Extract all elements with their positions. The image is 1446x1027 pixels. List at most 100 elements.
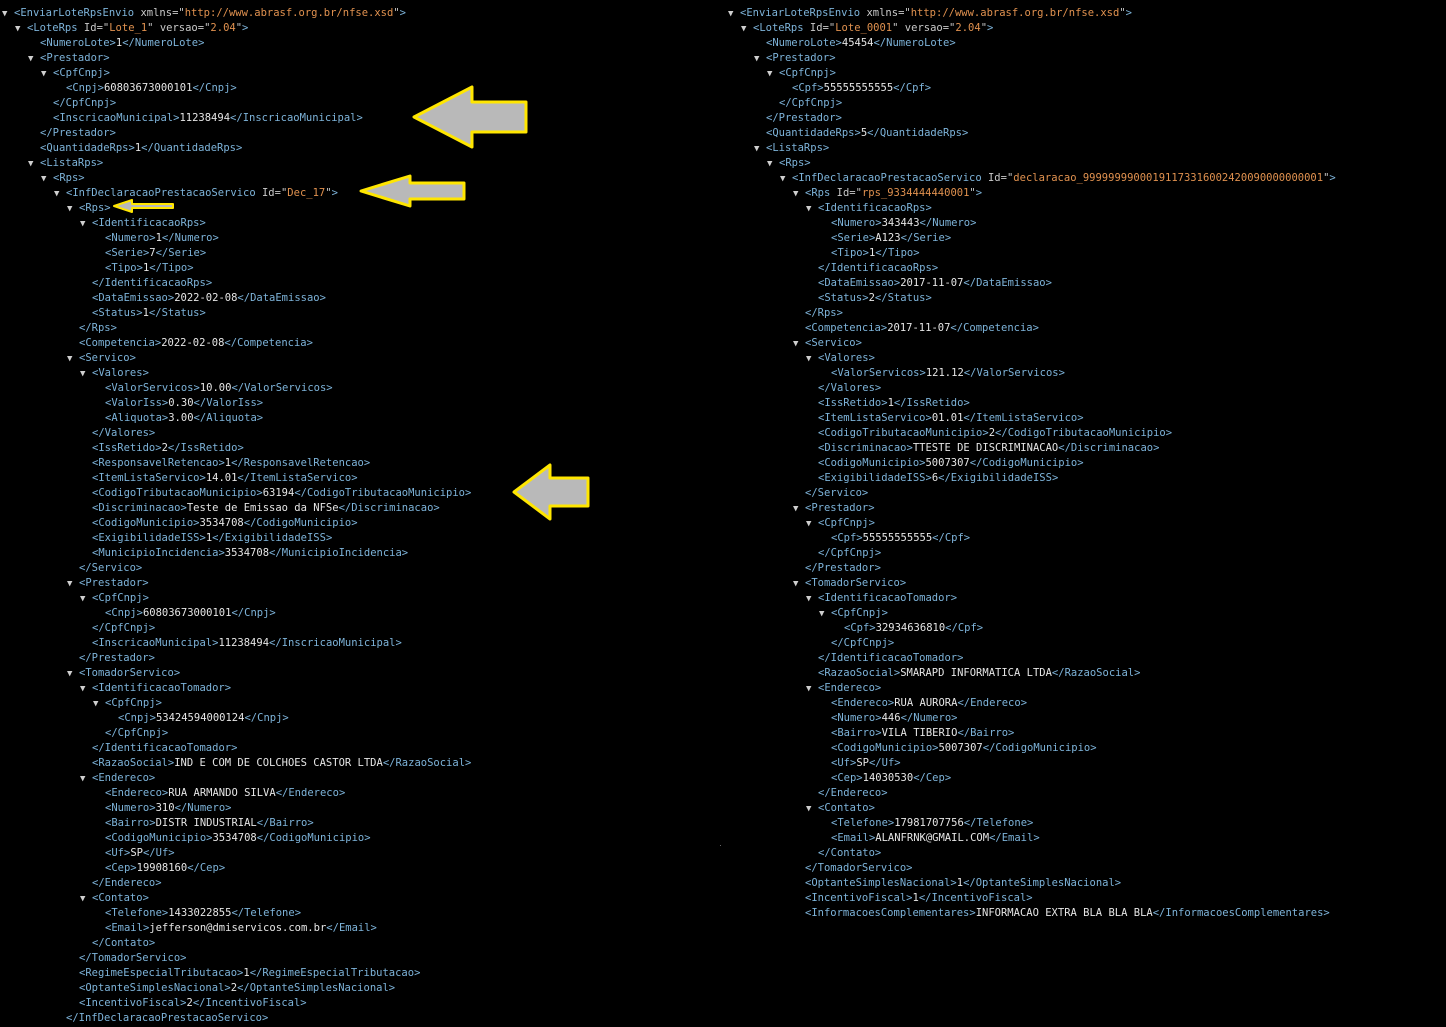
xml-punct: >	[161, 787, 169, 799]
xml-close-tag: Cpf	[905, 82, 925, 94]
xml-spacer	[41, 112, 53, 127]
xml-punct: >	[193, 517, 200, 529]
collapse-toggle-icon[interactable]: ▼	[80, 594, 86, 604]
xml-tag-name: ItemListaServico	[98, 472, 200, 484]
xml-punct: <	[79, 997, 86, 1009]
xml-spacer	[106, 712, 118, 727]
xml-line: <InscricaoMunicipal>11238494</InscricaoM…	[2, 636, 702, 651]
xml-punct: </	[92, 937, 105, 949]
collapse-toggle-icon[interactable]: ▼	[67, 204, 73, 214]
xml-punct: >	[1090, 742, 1097, 754]
xml-close-tag: CpfCnpj	[830, 547, 875, 559]
xml-line: <Uf>SP</Uf>	[728, 756, 1444, 771]
collapse-toggle-icon[interactable]: ▼	[767, 69, 773, 79]
xml-punct: </	[893, 82, 906, 94]
xml-close-tag: QuantidadeRps	[879, 127, 963, 139]
xml-punct: </	[818, 652, 831, 664]
xml-line: ▼<CpfCnpj>	[2, 696, 702, 711]
collapse-toggle-icon[interactable]: ▼	[793, 189, 799, 199]
collapse-toggle-icon[interactable]: ▼	[819, 609, 825, 619]
xml-text-value: 2	[161, 442, 168, 454]
xml-close-tag: Endereco	[830, 787, 882, 799]
collapse-toggle-icon[interactable]: ▼	[93, 699, 99, 709]
xml-spacer	[67, 967, 79, 982]
xml-spacer	[93, 397, 105, 412]
xml-line: <Endereco>RUA ARMANDO SILVA</Endereco>	[2, 786, 702, 801]
xml-punct: >	[199, 532, 206, 544]
xml-spacer	[819, 367, 831, 382]
xml-punct: >	[944, 232, 952, 244]
collapse-toggle-icon[interactable]: ▼	[41, 69, 47, 79]
xml-punct: >	[869, 622, 876, 634]
xml-punct: </	[142, 847, 156, 859]
xml-text-value: 1433022855	[168, 907, 232, 919]
xml-punct: >	[957, 652, 964, 664]
xml-punct: >	[1165, 427, 1173, 439]
collapse-toggle-icon[interactable]: ▼	[793, 504, 799, 514]
xml-spacer	[793, 322, 805, 337]
xml-close-tag: InscricaoMunicipal	[281, 637, 396, 649]
xml-text-value: RUA ARMANDO SILVA	[168, 787, 276, 799]
xml-spacer	[93, 847, 105, 862]
xml-punct: >	[919, 457, 926, 469]
xml-punct: </	[867, 127, 880, 139]
collapse-toggle-icon[interactable]: ▼	[41, 174, 47, 184]
collapse-toggle-icon[interactable]: ▼	[80, 684, 86, 694]
xml-text-value: 310	[155, 802, 175, 814]
collapse-toggle-icon[interactable]: ▼	[780, 174, 786, 184]
xml-punct: >	[829, 67, 836, 79]
xml-punct: >	[148, 622, 156, 634]
xml-close-tag: IdentificacaoTomador	[104, 742, 232, 754]
xml-punct: >	[256, 397, 264, 409]
xml-punct: <	[92, 367, 99, 379]
collapse-toggle-icon[interactable]: ▼	[67, 669, 73, 679]
xml-punct: <	[105, 802, 112, 814]
collapse-toggle-icon[interactable]: ▼	[754, 54, 760, 64]
xml-tag-name: Cpf	[850, 622, 870, 634]
xml-tag-name: QuantidadeRps	[46, 142, 129, 154]
xml-tag-name: Cnpj	[124, 712, 150, 724]
collapse-toggle-icon[interactable]: ▼	[806, 594, 812, 604]
collapse-toggle-icon[interactable]: ▼	[806, 204, 812, 214]
xml-punct: >	[326, 382, 333, 394]
collapse-toggle-icon[interactable]: ▼	[80, 369, 86, 379]
collapse-toggle-icon[interactable]: ▼	[754, 144, 760, 154]
xml-close-tag: Serie	[913, 232, 945, 244]
collapse-toggle-icon[interactable]: ▼	[54, 189, 60, 199]
collapse-toggle-icon[interactable]: ▼	[28, 159, 34, 169]
collapse-toggle-icon[interactable]: ▼	[80, 774, 86, 784]
xml-punct: <	[66, 187, 73, 199]
collapse-toggle-icon[interactable]: ▼	[15, 24, 21, 34]
xml-text-value: 5007307	[925, 457, 970, 469]
collapse-toggle-icon[interactable]: ▼	[80, 894, 86, 904]
xml-tag-name: ResponsavelRetencao	[98, 457, 219, 469]
xml-punct: <	[92, 532, 99, 544]
xml-close-tag: ValorServicos	[244, 382, 327, 394]
collapse-toggle-icon[interactable]: ▼	[806, 519, 812, 529]
collapse-toggle-icon[interactable]: ▼	[728, 9, 734, 19]
collapse-toggle-icon[interactable]: ▼	[67, 354, 73, 364]
xml-close-tag: CpfCnpj	[65, 97, 110, 109]
collapse-toggle-icon[interactable]: ▼	[67, 579, 73, 589]
collapse-toggle-icon[interactable]: ▼	[741, 24, 747, 34]
collapse-toggle-icon[interactable]: ▼	[28, 54, 34, 64]
collapse-toggle-icon[interactable]: ▼	[767, 159, 773, 169]
xml-punct: >	[168, 847, 175, 859]
xml-tag-name: Servico	[811, 337, 856, 349]
xml-tag-name: IdentificacaoRps	[824, 202, 926, 214]
xml-punct: <	[53, 67, 60, 79]
xml-punct: </	[868, 757, 882, 769]
xml-tag-name: Discriminacao	[824, 442, 907, 454]
xml-line: ▼<EnviarLoteRpsEnvio xmlns="http://www.a…	[728, 6, 1444, 21]
xml-punct: "	[325, 187, 332, 199]
collapse-toggle-icon[interactable]: ▼	[2, 9, 8, 19]
collapse-toggle-icon[interactable]: ▼	[806, 354, 812, 364]
collapse-toggle-icon[interactable]: ▼	[806, 804, 812, 814]
collapse-toggle-icon[interactable]: ▼	[80, 219, 86, 229]
xml-punct: </	[269, 547, 282, 559]
xml-punct: >	[180, 502, 187, 514]
collapse-toggle-icon[interactable]: ▼	[793, 579, 799, 589]
collapse-toggle-icon[interactable]: ▼	[806, 684, 812, 694]
collapse-toggle-icon[interactable]: ▼	[793, 339, 799, 349]
xml-punct: >	[173, 667, 181, 679]
